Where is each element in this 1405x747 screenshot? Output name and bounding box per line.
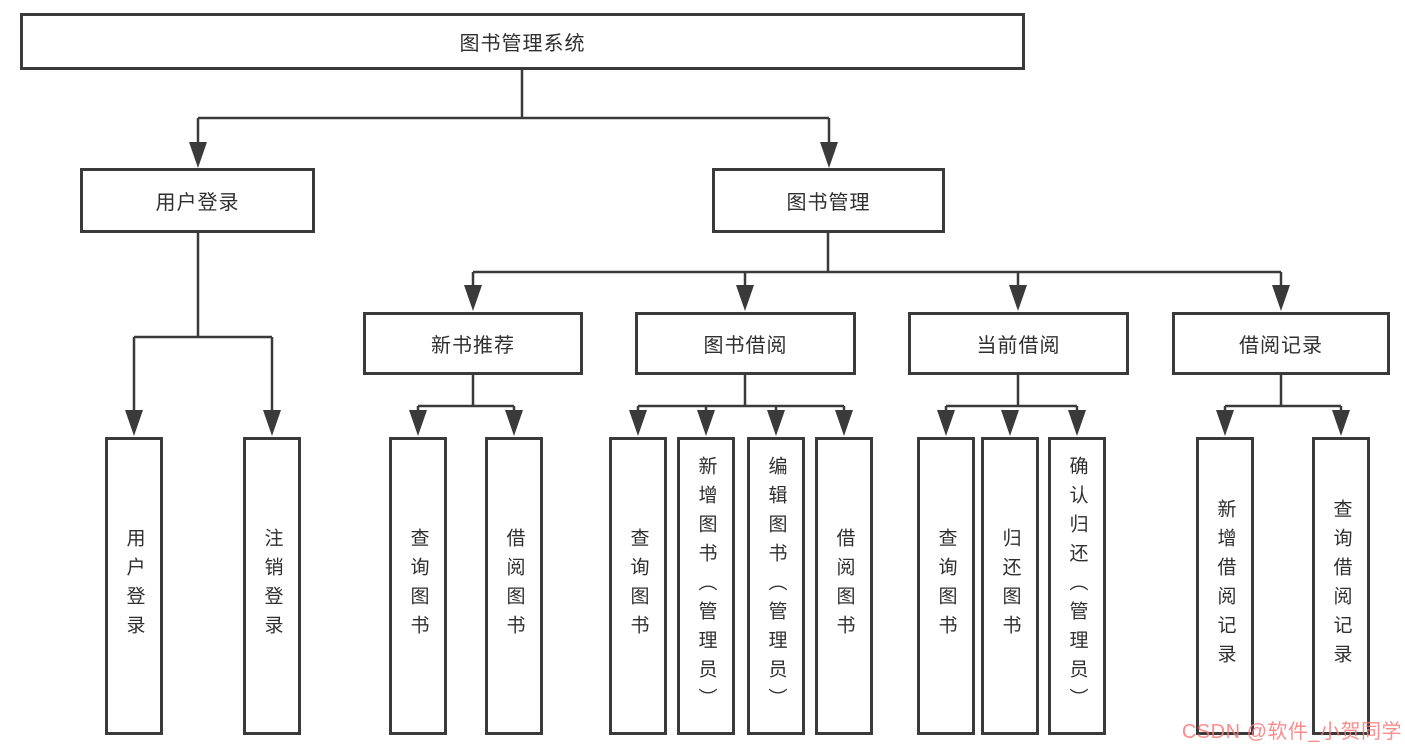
leaf-box-query-book: 查询图书 [609, 437, 667, 735]
leaf-box-add-book-admin: 新增图书（管理员） [677, 437, 735, 735]
node-label: 新书推荐 [431, 335, 515, 357]
leaf-box-borrow-book-recommend: 借阅图书 [485, 437, 543, 735]
node-label: 图书借阅 [703, 335, 788, 357]
leaf-label: 用户登录 [123, 528, 145, 644]
leaf-label: 借阅图书 [833, 528, 855, 644]
arrow-down-icon [937, 410, 955, 436]
leaf-label: 确认归还（管理员） [1066, 455, 1088, 717]
node-label: 图书管理 [786, 192, 871, 214]
leaf-box-confirm-return-admin: 确认归还（管理员） [1048, 437, 1106, 735]
leaf-label: 归还图书 [999, 528, 1021, 644]
leaf-box-return-book: 归还图书 [981, 437, 1039, 735]
node-label: 用户登录 [155, 192, 240, 214]
leaf-label: 编辑图书（管理员） [765, 455, 787, 717]
node-box-borrow-records: 借阅记录 [1172, 312, 1390, 375]
arrow-down-icon [189, 142, 207, 168]
arrow-down-icon [464, 285, 482, 311]
node-box-book-management: 图书管理 [712, 168, 945, 233]
arrow-down-icon [629, 410, 647, 436]
arrow-down-icon [1272, 285, 1290, 311]
node-box-book-borrow: 图书借阅 [635, 312, 856, 375]
arrow-down-icon [125, 410, 143, 436]
node-label-root: 图书管理系统 [459, 33, 586, 55]
leaf-label: 新增借阅记录 [1214, 499, 1236, 673]
node-box-user-login: 用户登录 [80, 168, 315, 233]
arrow-down-icon [820, 142, 838, 168]
leaf-box-query-current: 查询图书 [917, 437, 975, 735]
leaf-box-query-borrow-record: 查询借阅记录 [1312, 437, 1370, 735]
leaf-label: 查询图书 [627, 528, 649, 644]
arrow-down-icon [505, 410, 523, 436]
arrow-down-icon [697, 410, 715, 436]
arrow-down-icon [767, 410, 785, 436]
node-box-current-borrow: 当前借阅 [908, 312, 1129, 375]
arrow-down-icon [1068, 410, 1086, 436]
arrow-down-icon [263, 410, 281, 436]
arrow-down-icon [1009, 285, 1027, 311]
arrow-down-icon [835, 410, 853, 436]
node-label: 借阅记录 [1239, 335, 1323, 357]
leaf-label: 查询图书 [407, 528, 429, 644]
leaf-label: 新增图书（管理员） [695, 455, 717, 717]
leaf-box-borrow-book: 借阅图书 [815, 437, 873, 735]
leaf-label: 注销登录 [261, 528, 283, 644]
leaf-label: 查询借阅记录 [1330, 499, 1352, 673]
node-box-root: 图书管理系统 [20, 13, 1025, 70]
leaf-label: 查询图书 [935, 528, 957, 644]
csdn-watermark: CSDN @软件_小贺同学 [1181, 721, 1402, 743]
arrow-down-icon [1001, 410, 1019, 436]
tree-edges [132, 70, 1343, 416]
arrow-down-icon [409, 410, 427, 436]
leaf-box-add-borrow-record: 新增借阅记录 [1196, 437, 1254, 735]
node-label: 当前借阅 [976, 335, 1061, 357]
leaf-label: 借阅图书 [503, 528, 525, 644]
leaf-box-edit-book-admin: 编辑图书（管理员） [747, 437, 805, 735]
arrow-down-icon [736, 285, 754, 311]
leaf-box-logout: 注销登录 [243, 437, 301, 735]
arrow-down-icon [1216, 410, 1234, 436]
node-box-new-book-recommend: 新书推荐 [363, 312, 583, 375]
arrow-down-icon [1332, 410, 1350, 436]
leaf-box-query-book-recommend: 查询图书 [389, 437, 447, 735]
leaf-box-user-login: 用户登录 [105, 437, 163, 735]
